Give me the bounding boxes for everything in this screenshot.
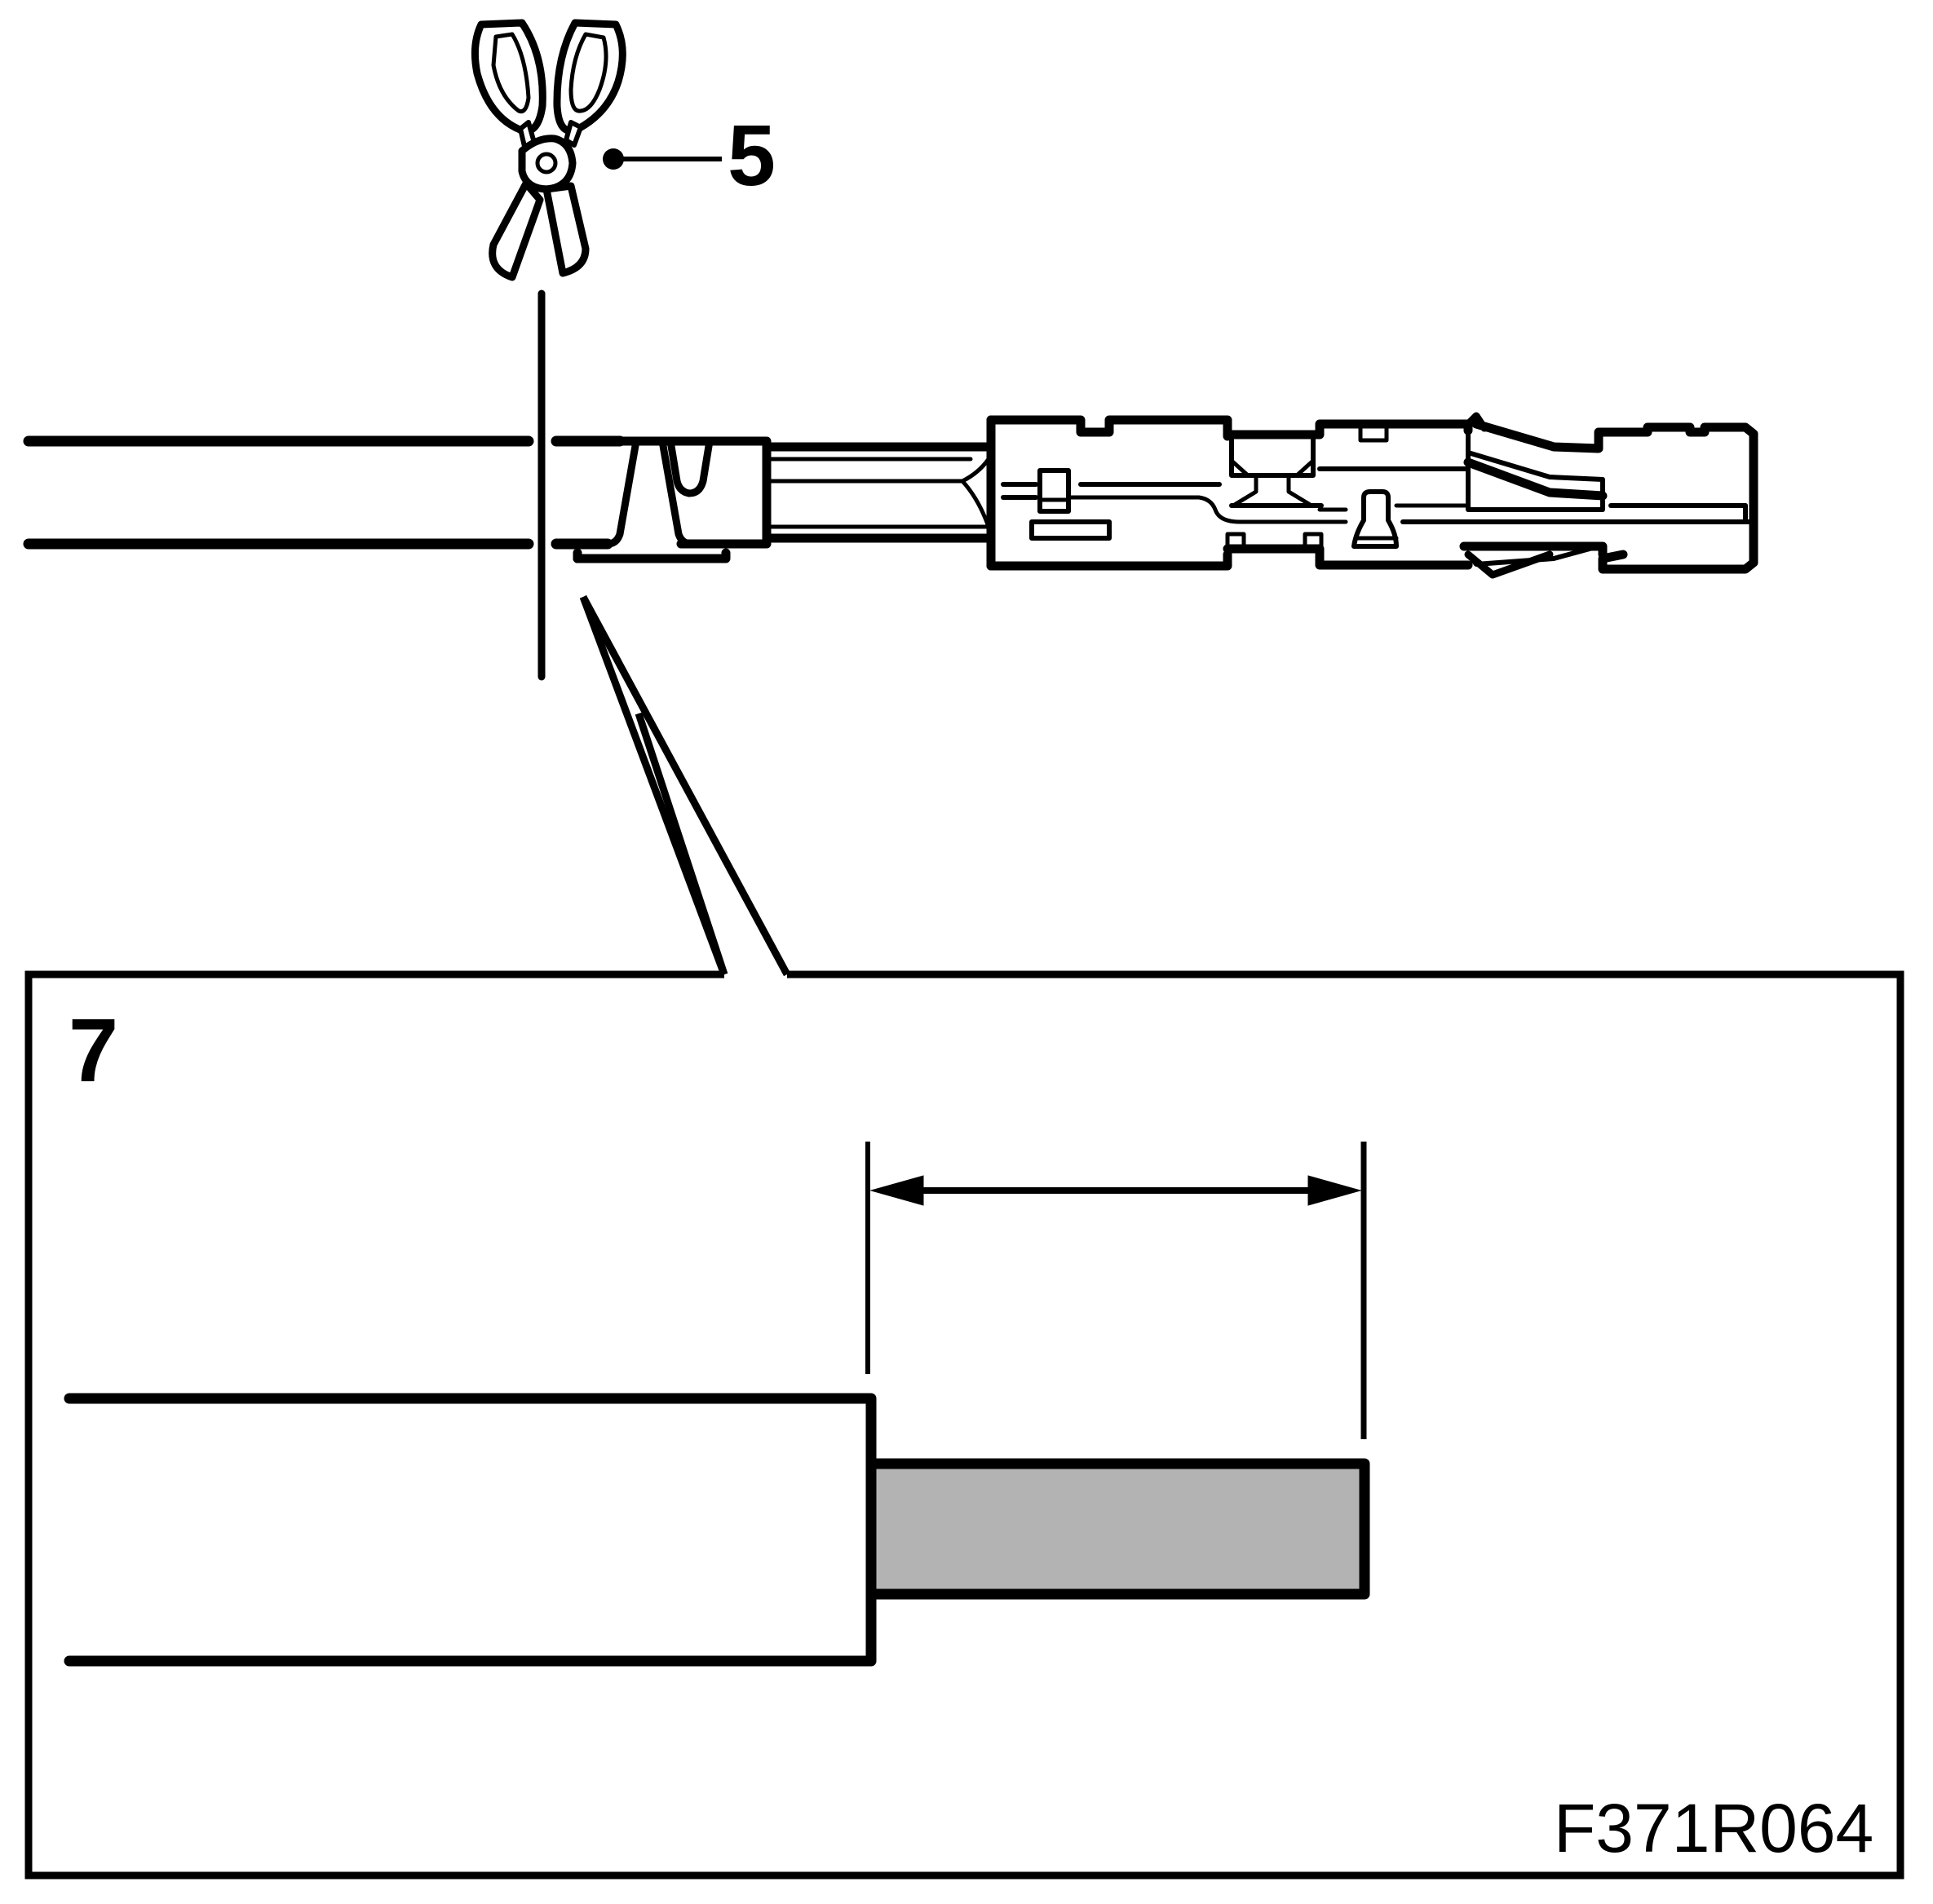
callout-5-label: 5 (728, 108, 776, 204)
detail-zoom-wedge (579, 594, 790, 977)
stripped-conductor (865, 1458, 1370, 1600)
connector-terminal (573, 412, 1758, 579)
stripped-cable-detail (64, 1393, 1370, 1667)
callout-7-label: 7 (69, 1001, 119, 1101)
strip-length-dimension (865, 1142, 1367, 1439)
callout-5-leader (603, 148, 722, 170)
detail-frame (24, 970, 1904, 1880)
scissors-icon (471, 19, 626, 281)
cable-insulation (23, 435, 626, 550)
figure-id: F371R064 (1554, 1790, 1874, 1866)
